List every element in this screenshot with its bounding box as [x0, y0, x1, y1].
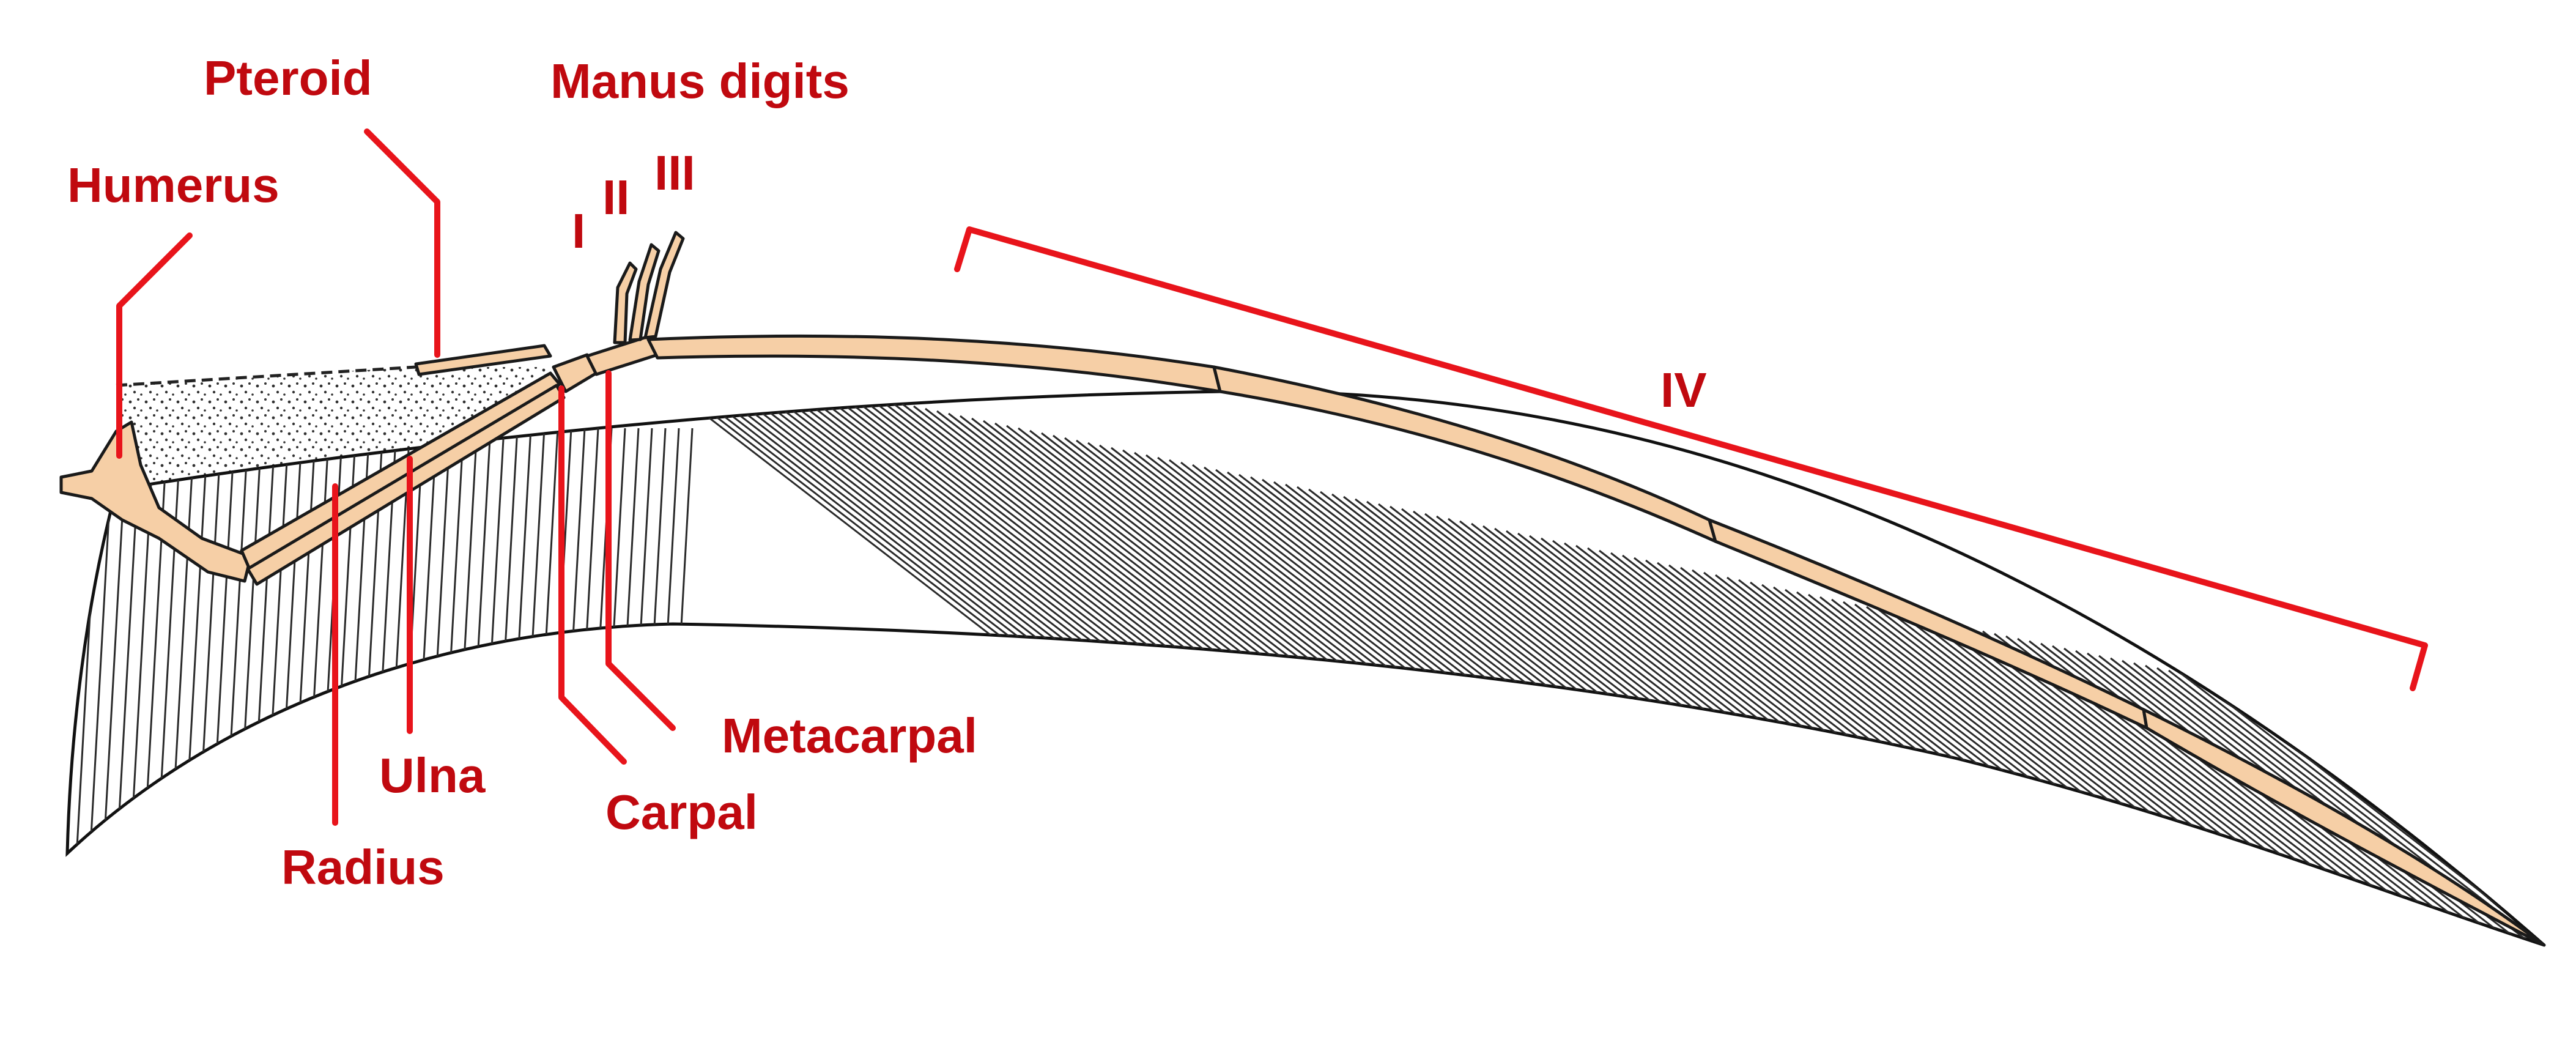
manus-digit-iii-bone — [643, 231, 685, 340]
label-metacarpal: Metacarpal — [722, 708, 977, 763]
pteroid-leader — [364, 128, 440, 358]
digit-iv-bracket — [954, 226, 2428, 691]
wing-bones — [59, 231, 2546, 947]
propatagium-edge — [116, 365, 416, 387]
label-digit-iv: IV — [1660, 363, 1707, 417]
label-digit-iii: III — [654, 146, 695, 200]
pteroid-bone — [414, 344, 552, 376]
manus-digit-ii-bone — [628, 243, 661, 342]
metacarpal-leader — [605, 370, 676, 731]
label-digit-i: I — [572, 204, 585, 258]
manus-digit-i-bone — [613, 261, 638, 344]
carpal-leader — [558, 385, 627, 765]
label-pteroid: Pteroid — [204, 51, 372, 105]
label-carpal: Carpal — [605, 785, 758, 839]
wing-digit-phalanx-4 — [2142, 708, 2546, 947]
radius-bone — [240, 371, 561, 574]
label-ulna: Ulna — [379, 748, 486, 803]
label-radius: Radius — [281, 840, 445, 894]
label-manus-digits: Manus digits — [550, 54, 849, 108]
humerus-leader — [116, 232, 193, 459]
label-humerus: Humerus — [67, 158, 279, 212]
label-digit-ii: II — [602, 170, 629, 225]
wing-digit-phalanx-1 — [646, 334, 1222, 393]
